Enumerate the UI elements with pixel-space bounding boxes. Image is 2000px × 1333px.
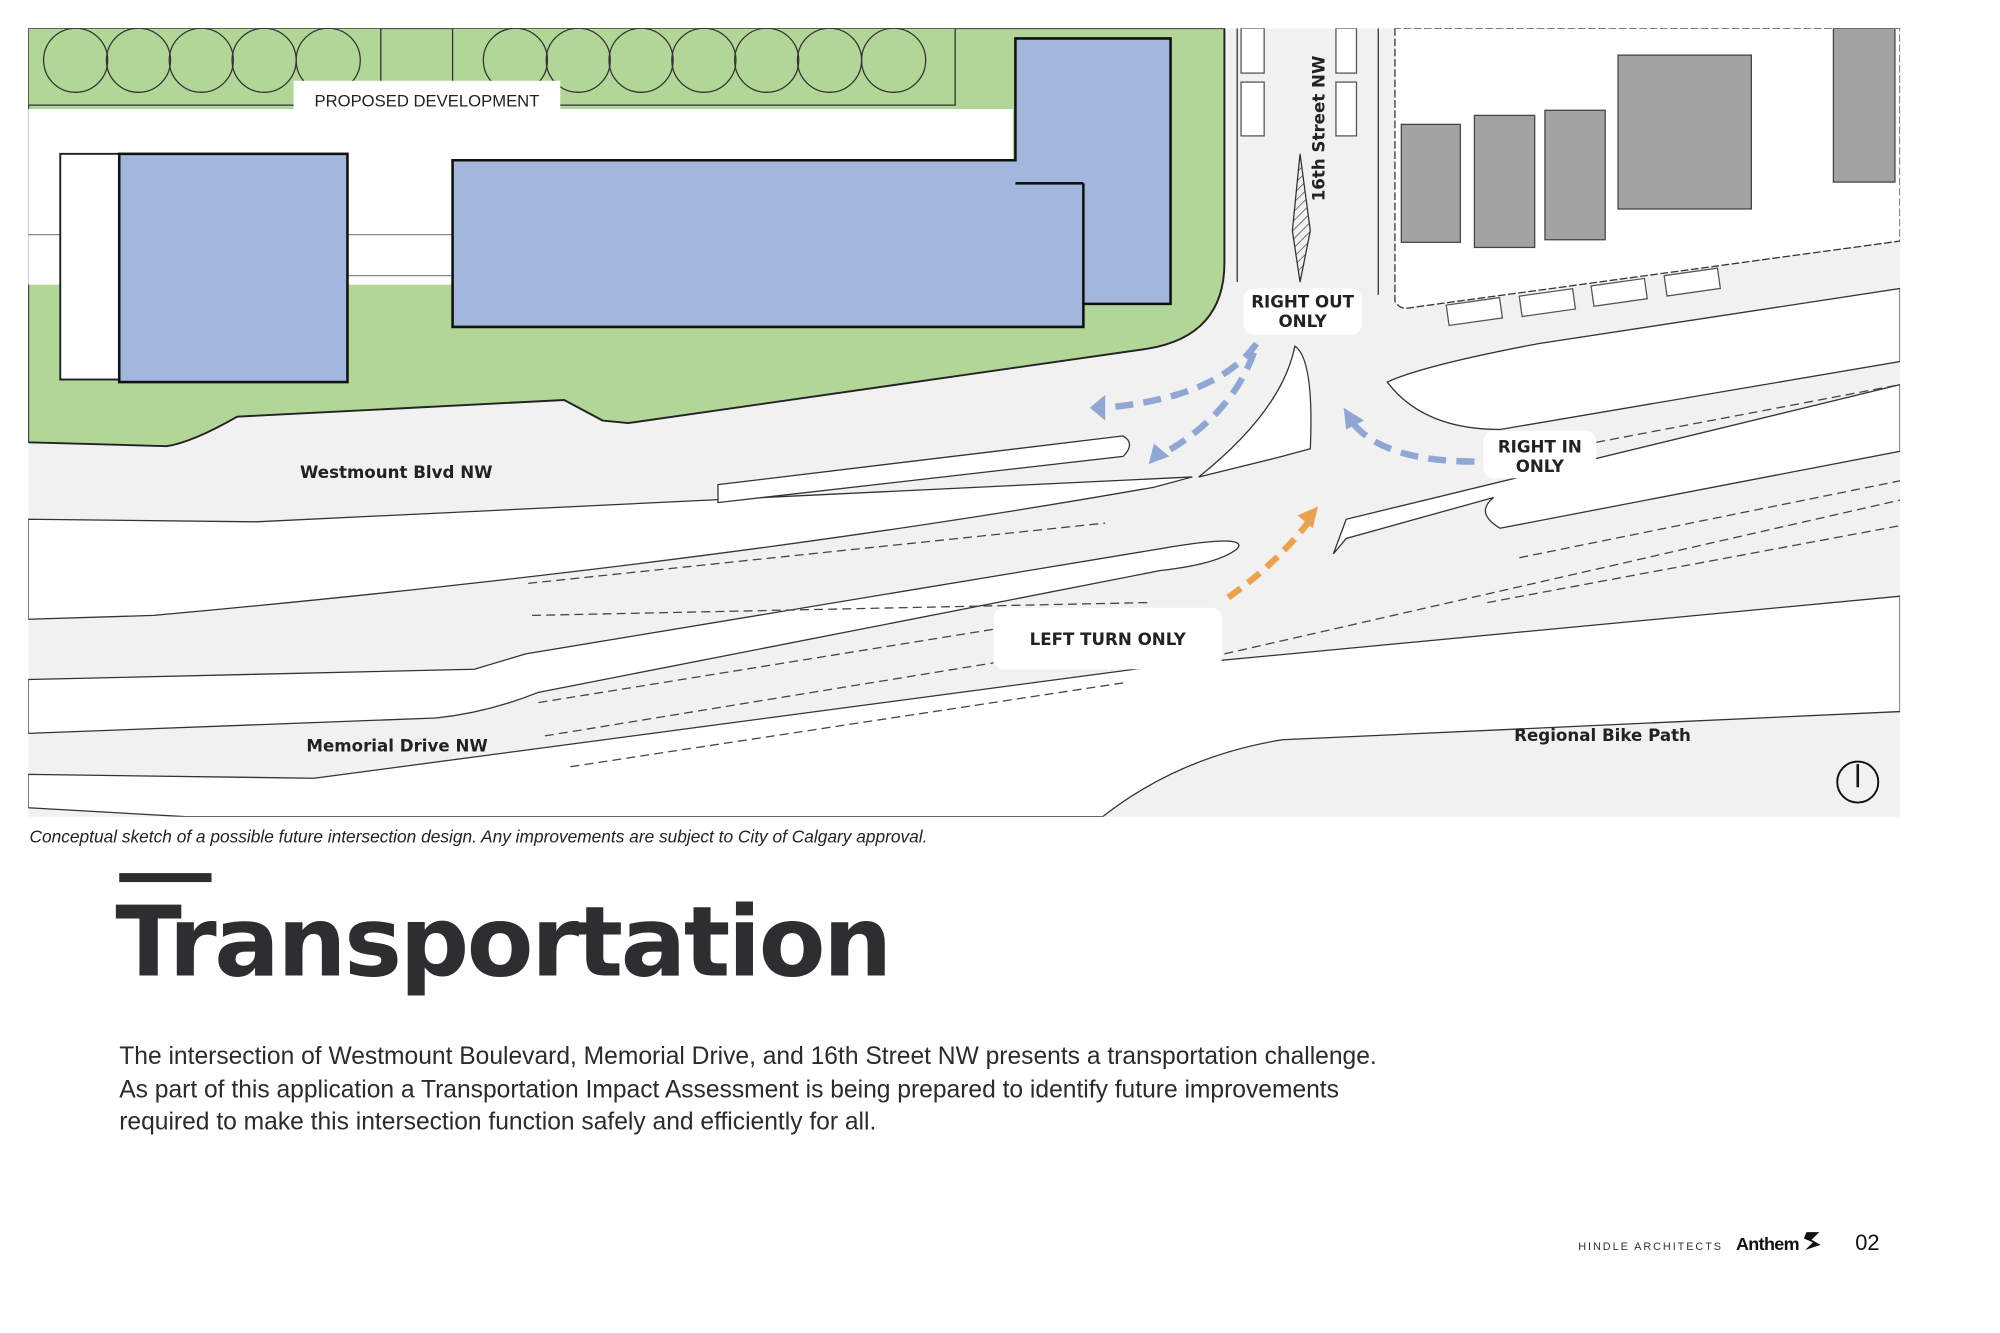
right-in-label-2: ONLY	[1516, 457, 1565, 476]
anthem-logo-icon	[1803, 1232, 1821, 1251]
existing-buildings	[1400, 28, 1896, 249]
north-arrow-icon	[1836, 760, 1880, 804]
page-title: Transportation	[115, 884, 892, 999]
podium-outline	[59, 152, 121, 381]
street-label-memorial: Memorial Drive NW	[306, 736, 487, 755]
bike-path-label: Regional Bike Path	[1514, 726, 1691, 745]
page-number: 02	[1855, 1230, 1880, 1256]
proposed-development-label: PROPOSED DEVELOPMENT	[314, 91, 539, 110]
lane-markings	[528, 384, 1901, 768]
right-out-label-2: ONLY	[1279, 312, 1328, 331]
right-out-arrow	[1104, 341, 1260, 458]
proposed-building-west	[117, 152, 349, 384]
island-right-in	[1386, 287, 1901, 431]
intersection-sketch-map: PROPOSED DEVELOPMENT RIGHT OUT ONLY RIGH…	[28, 28, 1901, 817]
left-turn-label: LEFT TURN ONLY	[1030, 630, 1187, 649]
street-label-16th: 16th Street NW	[1309, 56, 1328, 202]
island-westmount-memorial	[28, 476, 1193, 620]
street-label-westmount: Westmount Blvd NW	[300, 463, 493, 482]
right-out-label-1: RIGHT OUT	[1251, 293, 1354, 312]
right-in-label-1: RIGHT IN	[1498, 438, 1582, 457]
left-turn-arrow	[1226, 521, 1311, 601]
footer-brand-logo: Anthem	[1735, 1233, 1800, 1254]
proposed-development-label-box	[293, 80, 561, 116]
body-paragraph: The intersection of Westmount Boulevard,…	[119, 1043, 1377, 1136]
title-accent-bar	[119, 873, 212, 883]
map-caption: Conceptual sketch of a possible future i…	[29, 826, 928, 847]
footer-firm-name: HINDLE ARCHITECTS	[1578, 1239, 1723, 1253]
proposed-building-east	[451, 37, 1172, 329]
right-in-arrow	[1350, 420, 1475, 465]
